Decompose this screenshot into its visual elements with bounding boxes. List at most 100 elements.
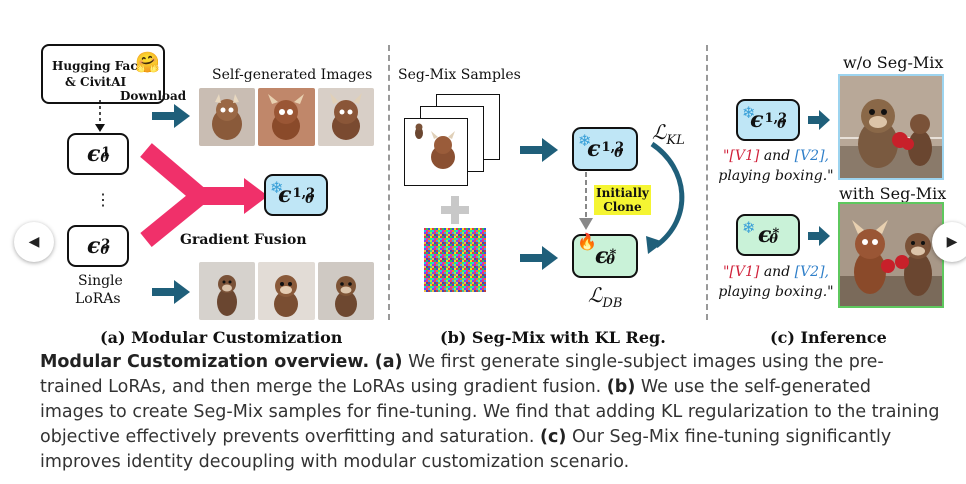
prompt-line2: playing boxing.": [718, 168, 834, 184]
with-seg-mix-image: [838, 202, 944, 308]
theta-sub: θ: [100, 150, 110, 166]
wo-seg-mix-image: [838, 74, 944, 180]
arrow-to-images-top: [152, 104, 190, 128]
caption-c-text: Our Seg-Mix fine-tuning significantly im…: [40, 427, 892, 472]
divider-b-c: [706, 45, 708, 320]
arrow-to-with-image: [808, 226, 830, 246]
self-generated-label: Self-generated Images: [212, 67, 373, 83]
seg-mix-sample-image: [415, 123, 455, 169]
epsilon-symbol: ϵ: [595, 243, 609, 269]
figure-caption: Modular Customization overview. (a) We f…: [40, 350, 940, 475]
chevron-right-icon: ▶: [946, 234, 958, 250]
caption-a-text: We first generate single-subject images …: [40, 352, 884, 397]
hf-line2: & CivitAI: [65, 75, 127, 89]
clone-label: Clone: [603, 200, 642, 214]
caption-c-tag: (c): [540, 427, 567, 447]
loss-kl-sub: KL: [666, 133, 685, 148]
with-seg-mix-label: with Seg-Mix: [839, 184, 947, 203]
download-arrow: [95, 100, 105, 132]
caption-a-tag: (a): [374, 352, 403, 372]
monster-image-3: [318, 88, 374, 146]
loras-label: LoRAs: [75, 291, 121, 307]
theta-sub: θ: [606, 252, 615, 268]
loss-kl: ℒKL: [652, 120, 685, 148]
epsilon-symbol: ϵ: [86, 141, 101, 167]
chevron-left-icon: ◀: [28, 234, 40, 250]
panel-b-caption: (b) Seg-Mix with KL Reg.: [440, 328, 666, 347]
hugging-face-icon: 🤗: [135, 50, 160, 74]
prompt-v1: "[V1]: [722, 264, 760, 280]
single-label: Single: [78, 273, 123, 289]
arrow-to-trainable: [520, 246, 558, 270]
theta-sub: θ: [305, 191, 314, 207]
theta-sub: θ: [777, 116, 786, 132]
epsilon-symbol: ϵ: [750, 107, 764, 133]
caption-b-tag: (b): [606, 377, 636, 397]
theta-sub: θ: [100, 242, 110, 258]
sample-card-front: [404, 118, 468, 186]
hf-civitai-box: Hugging Face & CivitAI 🤗: [41, 44, 165, 104]
fire-icon: 🔥: [577, 232, 597, 251]
divider-a-b: [388, 45, 390, 320]
panel-a-caption: (a) Modular Customization: [100, 328, 343, 347]
carousel-prev-button[interactable]: ◀: [14, 222, 54, 262]
prompt-v1: "[V1]: [722, 148, 760, 164]
epsilon-symbol: ϵ: [86, 233, 101, 259]
plus-icon: [441, 196, 469, 224]
arrow-to-images-bottom: [152, 280, 190, 304]
snowflake-icon: ❄: [742, 103, 756, 122]
gradient-fusion-arrow: [140, 143, 268, 247]
carousel-next-button[interactable]: ▶: [932, 222, 966, 262]
epsilon-symbol: ϵ: [278, 182, 292, 208]
snowflake-icon: ❄: [578, 131, 592, 150]
prompt-v2: [V2],: [794, 264, 830, 280]
monster-image-1: [199, 88, 255, 146]
epsilon-symbol: ϵ: [587, 136, 601, 162]
panel-c-caption: (c) Inference: [770, 328, 887, 347]
caption-title: Modular Customization overview.: [40, 352, 370, 372]
gradient-fusion-label: Gradient Fusion: [180, 232, 307, 248]
loss-db: ℒDB: [588, 283, 622, 311]
prompt-v2: [V2],: [794, 148, 830, 164]
clone-arrow: [579, 172, 593, 230]
hf-line1: Hugging Face: [52, 59, 146, 73]
otter-image-1: [199, 262, 255, 320]
loss-db-sub: DB: [602, 296, 623, 311]
prompt-bottom: "[V1] and [V2], playing boxing.": [712, 262, 840, 302]
trainable-sup: *: [609, 246, 617, 262]
prompt-and: and: [759, 264, 795, 280]
inference-trainable-sup: *: [772, 225, 780, 241]
monster-image-2: [258, 88, 315, 146]
kl-curved-arrow: [646, 141, 685, 254]
lora-2-sup: 2: [101, 236, 111, 252]
snowflake-icon: ❄: [270, 178, 284, 197]
inference-frozen-sup: 1,2: [764, 110, 788, 126]
loss-kl-symbol: ℒ: [652, 120, 667, 144]
download-label: Download: [120, 89, 187, 103]
initially-label: Initially: [596, 186, 649, 200]
loss-db-symbol: ℒ: [588, 283, 603, 307]
otter-image-2: [258, 262, 315, 320]
epsilon-symbol: ϵ: [758, 222, 772, 248]
prompt-line2: playing boxing.": [718, 284, 834, 300]
arrow-to-wo-image: [808, 110, 830, 130]
theta-sub: θ: [769, 231, 778, 247]
arrow-to-frozen: [520, 138, 558, 162]
merged-sup: 1,2: [292, 185, 316, 201]
noise-image: [424, 228, 486, 292]
seg-mix-samples-label: Seg-Mix Samples: [398, 67, 521, 83]
caption-b-text: We use the self-generated images to crea…: [40, 377, 940, 447]
inference-trainable-box: ❄ ϵ*θ: [736, 214, 800, 256]
ellipsis-dots: ⋮: [95, 190, 111, 209]
wo-seg-mix-label: w/o Seg-Mix: [843, 53, 944, 72]
trainable-lora-box: 🔥 ϵ*θ: [572, 232, 638, 278]
snowflake-icon: ❄: [742, 218, 756, 237]
prompt-and: and: [759, 148, 795, 164]
prompt-top: "[V1] and [V2], playing boxing.": [712, 146, 840, 186]
theta-sub: θ: [614, 145, 623, 161]
